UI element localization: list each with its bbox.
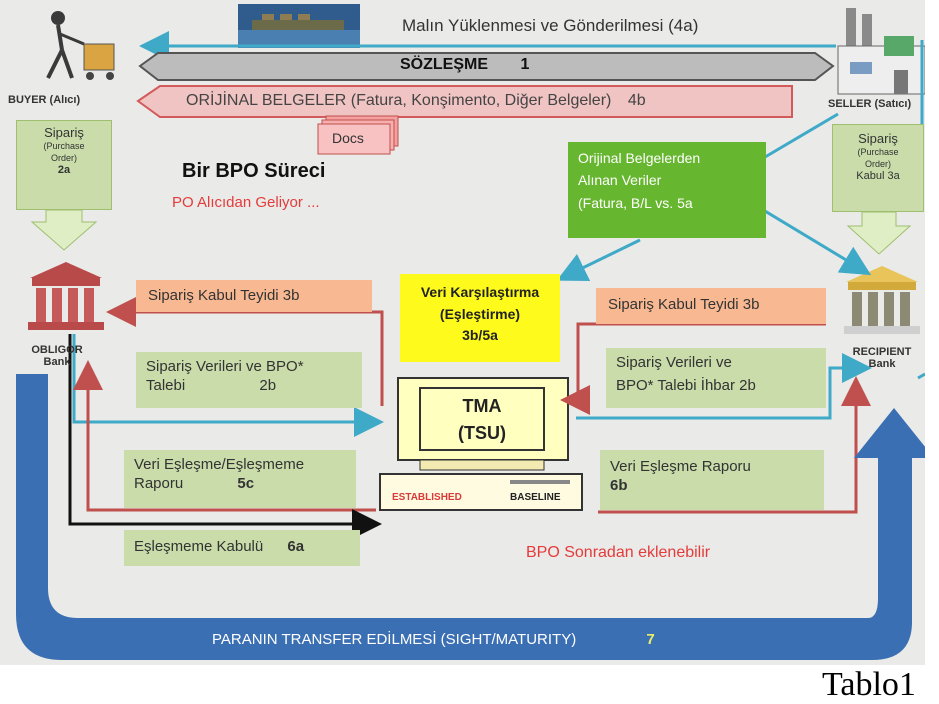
right-confirm-box: Sipariş Kabul Teyidi 3b bbox=[596, 288, 826, 324]
tma-label: TMA (TSU) bbox=[420, 396, 544, 444]
obligor-bank-label: OBLIGOR Bank bbox=[22, 344, 92, 368]
comparison-line2: (Eşleştirme) bbox=[439, 305, 521, 322]
arrow-confirm-to-obligor bbox=[106, 297, 384, 406]
buyer-order-subtitle: (Purchase Order) bbox=[43, 141, 85, 163]
factory-icon bbox=[837, 8, 925, 95]
contract-name: SÖZLEŞME bbox=[400, 56, 489, 73]
recipient-line2: Bank bbox=[868, 358, 896, 370]
obligor-line2: Bank bbox=[43, 356, 71, 368]
left-match-report-line1: Veri Eşleşme/Eşleşmeme bbox=[134, 456, 305, 473]
documents-label: ORİJİNAL BELGELER (Fatura, Konşimento, D… bbox=[186, 92, 646, 110]
comparison-line3: 3b/5a bbox=[462, 327, 498, 343]
contract-step: 1 bbox=[520, 56, 530, 73]
right-match-report-step: 6b bbox=[610, 476, 628, 494]
cargo-ship-icon bbox=[238, 4, 360, 48]
arrow-original-to-comparison bbox=[556, 238, 641, 281]
arrow-mismatch-to-tma bbox=[68, 334, 382, 539]
left-order-data-step: 2b bbox=[259, 376, 277, 394]
tma-line1: TMA bbox=[462, 396, 502, 416]
obligor-bank-icon bbox=[28, 262, 104, 330]
right-order-data-line2: BPO* Talebi İhbar 2b bbox=[616, 376, 756, 394]
buyer-name: BUYER (Alıcı) bbox=[8, 94, 81, 106]
docs-tag-icon bbox=[317, 115, 399, 155]
left-confirm-box: Sipariş Kabul Teyidi 3b bbox=[136, 280, 372, 312]
bpo-note: BPO Sonradan eklenebilir bbox=[526, 544, 711, 561]
buyer-order-title: Sipariş bbox=[44, 125, 84, 140]
tma-line2: (TSU) bbox=[458, 423, 506, 443]
seller-order-title: Sipariş bbox=[858, 131, 898, 146]
comparison-box: Veri Karşılaştırma (Eşleştirme) 3b/5a bbox=[400, 274, 560, 362]
buyer-with-cart-icon bbox=[46, 11, 115, 80]
left-mismatch-step: 6a bbox=[287, 538, 305, 555]
tma-baseline-label: BASELINE bbox=[510, 492, 561, 503]
left-match-report-line2-row: Raporu 5c bbox=[134, 475, 346, 494]
buyer-order-box: Sipariş (Purchase Order) 2a bbox=[16, 120, 112, 210]
right-match-report-box: Veri Eşleşme Raporu 6b bbox=[600, 450, 824, 510]
recipient-line1: RECIPIENT bbox=[852, 346, 912, 358]
bpo-process-diagram: Malın Yüklenmesi ve Gönderilmesi (4a) SÖ… bbox=[0, 0, 925, 665]
original-data-line3: (Fatura, B/L vs. 5a bbox=[578, 195, 693, 211]
shipping-label: Malın Yüklenmesi ve Gönderilmesi (4a) bbox=[402, 16, 699, 35]
arrow-seller-to-original bbox=[759, 112, 839, 162]
buyer-down-arrow bbox=[30, 209, 98, 251]
diagram-connectors bbox=[16, 4, 925, 660]
contract-arrow bbox=[138, 52, 835, 81]
docs-tag: Docs bbox=[332, 130, 364, 146]
left-order-data-line1: Sipariş Verileri ve BPO* bbox=[146, 358, 304, 375]
payment-flow-arrow bbox=[16, 374, 925, 660]
arrow-report-to-obligor bbox=[73, 360, 376, 512]
recipient-bank-label: RECIPIENT Bank bbox=[842, 346, 922, 370]
recipient-bank-icon bbox=[844, 266, 920, 334]
original-data-box: Orijinal Belgelerden Alınan Veriler (Fat… bbox=[568, 142, 766, 238]
payment-text: PARANIN TRANSFER EDİLMESİ (SIGHT/MATURIT… bbox=[212, 631, 577, 648]
right-match-report-line1: Veri Eşleşme Raporu bbox=[610, 458, 751, 475]
arrow-right-edge bbox=[917, 372, 925, 380]
left-match-report-step: 5c bbox=[237, 474, 255, 492]
right-order-data-box: Sipariş Verileri ve BPO* Talebi İhbar 2b bbox=[606, 348, 826, 408]
seller-order-subtitle: (Purchase Order) bbox=[857, 147, 899, 169]
left-mismatch-box: Eşleşmeme Kabulü 6a bbox=[124, 530, 360, 566]
seller-order-accept: Kabul 3a bbox=[856, 169, 900, 182]
arrow-tma-to-recipient bbox=[576, 353, 872, 420]
seller-name: SELLER (Satıcı) bbox=[828, 98, 912, 110]
process-subtitle: PO Alıcıdan Geliyor ... bbox=[172, 194, 320, 211]
payment-label: PARANIN TRANSFER EDİLMESİ (SIGHT/MATURIT… bbox=[212, 631, 655, 648]
obligor-line1: OBLIGOR bbox=[31, 344, 83, 356]
buyer-order-step: 2a bbox=[57, 163, 71, 176]
comparison-line1: Veri Karşılaştırma bbox=[420, 284, 540, 300]
process-title: Bir BPO Süreci bbox=[182, 160, 326, 182]
tma-established-label: ESTABLISHED bbox=[392, 492, 462, 503]
table-caption: Tablo1 bbox=[822, 666, 916, 703]
arrow-recipient-confirm-to-tma bbox=[560, 322, 826, 415]
left-order-data-line2-row: Talebi 2b bbox=[146, 377, 352, 396]
left-mismatch-label: Eşleşmeme Kabulü bbox=[134, 538, 264, 555]
arrow-report-to-recipient bbox=[598, 376, 871, 514]
seller-down-arrow bbox=[846, 211, 912, 255]
original-data-line1: Orijinal Belgelerden bbox=[578, 150, 701, 166]
left-order-data-line2: Talebi bbox=[146, 376, 186, 394]
right-order-data-line1: Sipariş Verileri ve bbox=[616, 354, 732, 371]
original-data-line2: Alınan Veriler bbox=[578, 171, 662, 188]
arrow-original-to-recipient bbox=[759, 206, 872, 276]
tma-computer-icon bbox=[379, 377, 583, 511]
documents-text: ORİJİNAL BELGELER (Fatura, Konşimento, D… bbox=[186, 92, 612, 109]
left-match-report-line2: Raporu bbox=[134, 474, 184, 492]
contract-label: SÖZLEŞME 1 bbox=[400, 56, 529, 74]
documents-step: 4b bbox=[627, 92, 646, 109]
left-match-report-box: Veri Eşleşme/Eşleşmeme Raporu 5c bbox=[124, 450, 356, 508]
left-order-data-box: Sipariş Verileri ve BPO* Talebi 2b bbox=[136, 352, 362, 408]
seller-order-box: Sipariş (Purchase Order) Kabul 3a bbox=[832, 124, 924, 212]
documents-arrow bbox=[136, 85, 793, 118]
payment-step: 7 bbox=[646, 631, 655, 648]
